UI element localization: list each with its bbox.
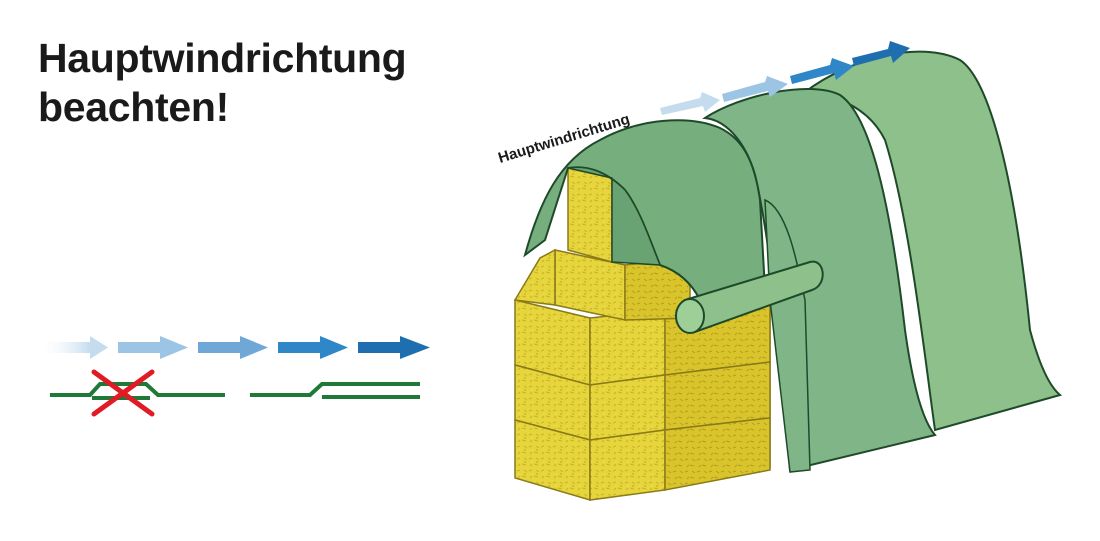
bale <box>589 374 666 441</box>
headline-line-1: Hauptwindrichtung <box>38 35 407 81</box>
bale <box>567 167 613 263</box>
cover-sheet-back <box>802 50 1063 432</box>
hay-stack <box>513 167 771 502</box>
wind-arrow-4-icon <box>278 336 348 359</box>
wind-arrow-2-icon <box>118 336 188 359</box>
correct-overlap-icon <box>250 382 420 399</box>
wrong-overlap-x-icon <box>50 369 225 417</box>
top-wind-arrows <box>660 41 910 115</box>
top-wind-arrow-3-icon <box>790 58 854 84</box>
wind-arrow-3-icon <box>198 336 268 359</box>
bale <box>589 309 666 386</box>
top-wind-arrow-4-icon <box>852 41 910 66</box>
bale <box>589 429 666 501</box>
bale <box>513 248 556 306</box>
top-wind-arrow-2-icon <box>722 76 788 102</box>
wind-arrow-5-icon <box>358 336 430 359</box>
cover-sheet-edge <box>764 198 811 473</box>
cover-sheets <box>523 50 1063 473</box>
headline-line-2: beachten! <box>38 84 229 130</box>
cover-sheet-fold <box>567 166 662 266</box>
bale <box>664 417 771 491</box>
top-wind-arrow-1-icon <box>660 92 720 115</box>
wind-arrow-1-icon <box>38 336 108 359</box>
headline: Hauptwindrichtung beachten! <box>38 34 407 132</box>
legend-wind-arrows <box>38 336 430 359</box>
rolled-cover-icon <box>675 260 824 334</box>
